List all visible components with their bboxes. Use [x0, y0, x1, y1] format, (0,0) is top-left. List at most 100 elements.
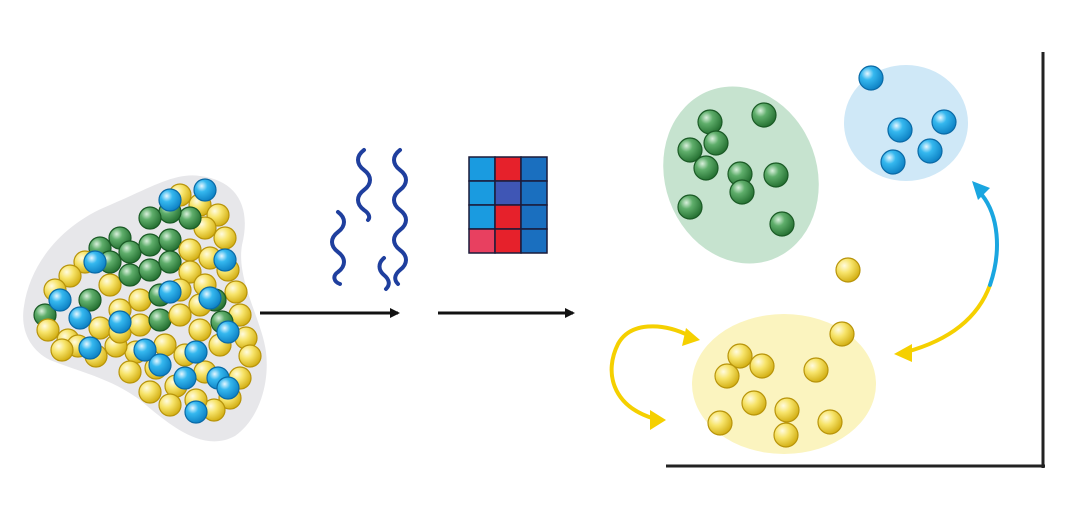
- green-cell: [138, 233, 162, 257]
- blue-cell: [173, 366, 197, 390]
- yellow-cell: [153, 333, 177, 357]
- yellow-cell: [238, 344, 262, 368]
- blue-cell: [158, 188, 182, 212]
- blue-cell: [216, 320, 240, 344]
- green-cell: [148, 308, 172, 332]
- blue-cell: [198, 286, 222, 310]
- matrix-cell: [494, 228, 522, 254]
- yellow-cell: [98, 273, 122, 297]
- blue-cell: [213, 248, 237, 272]
- matrix-cell: [520, 228, 548, 254]
- yellow-cell: [817, 409, 843, 435]
- cluster-plot: [609, 52, 1045, 468]
- cluster-cells: [677, 65, 957, 448]
- yellow-cell: [213, 226, 237, 250]
- arrow-yellow-to-blue-blue-part: [980, 193, 999, 287]
- yellow-cell: [58, 264, 82, 288]
- yellow-cell: [50, 338, 74, 362]
- matrix-cell: [520, 204, 548, 230]
- yellow-cell: [774, 397, 800, 423]
- arrowhead-loop-bottom: [650, 410, 666, 430]
- yellow-cell: [835, 257, 861, 283]
- matrix-cell: [494, 180, 522, 206]
- blue-cell: [880, 149, 906, 175]
- yellow-cell: [178, 238, 202, 262]
- yellow-cell: [88, 316, 112, 340]
- green-cell: [703, 130, 729, 156]
- blue-cell: [108, 310, 132, 334]
- green-cell: [158, 250, 182, 274]
- yellow-cell: [707, 410, 733, 436]
- cell-aggregate: [23, 175, 267, 442]
- yellow-cell: [741, 390, 767, 416]
- sequencing-reads: [330, 148, 408, 291]
- yellow-cell: [128, 288, 152, 312]
- yellow-cell: [224, 280, 248, 304]
- blue-cell: [193, 178, 217, 202]
- read-strand-4: [377, 256, 391, 291]
- green-cell: [693, 155, 719, 181]
- blue-cell: [184, 400, 208, 424]
- matrix-cell: [468, 156, 496, 182]
- green-cell: [677, 194, 703, 220]
- green-cell: [729, 179, 755, 205]
- yellow-cell: [803, 357, 829, 383]
- expression-matrix: [468, 156, 548, 254]
- matrix-cell: [468, 180, 496, 206]
- blue-cell: [78, 336, 102, 360]
- arrow-yellow-to-blue-yellow-part: [904, 283, 992, 354]
- read-strand-2: [392, 148, 408, 286]
- arrowhead-into-blue-cluster: [972, 181, 990, 200]
- blue-cell: [917, 138, 943, 164]
- yellow-cell: [178, 260, 202, 284]
- green-cell: [118, 240, 142, 264]
- green-cell: [763, 162, 789, 188]
- arrow-loop-yellow: [609, 324, 692, 420]
- yellow-cell: [829, 321, 855, 347]
- yellow-cell: [36, 318, 60, 342]
- matrix-cell: [494, 156, 522, 182]
- blue-cell: [148, 353, 172, 377]
- yellow-cell: [118, 360, 142, 384]
- read-strand-3: [330, 210, 346, 286]
- yellow-cell: [714, 363, 740, 389]
- blue-cell: [931, 109, 957, 135]
- blue-cell: [83, 250, 107, 274]
- blue-cell: [858, 65, 884, 91]
- green-cell: [158, 228, 182, 252]
- blue-cell: [48, 288, 72, 312]
- green-cell: [769, 211, 795, 237]
- green-cell: [118, 263, 142, 287]
- arrowhead-loop-top: [682, 328, 700, 346]
- matrix-cell: [494, 204, 522, 230]
- green-cell: [677, 137, 703, 163]
- blue-cell: [887, 117, 913, 143]
- green-cell: [178, 206, 202, 230]
- yellow-cell: [749, 353, 775, 379]
- yellow-cell: [773, 422, 799, 448]
- blue-cell: [68, 306, 92, 330]
- yellow-cell: [158, 393, 182, 417]
- blue-cell: [184, 340, 208, 364]
- aggregate-cells: [33, 178, 262, 424]
- blue-cell: [216, 376, 240, 400]
- matrix-cell: [468, 228, 496, 254]
- blue-cell: [133, 338, 157, 362]
- green-cell: [138, 258, 162, 282]
- matrix-cell: [520, 156, 548, 182]
- transition-arrows: [609, 193, 999, 420]
- yellow-cell: [138, 380, 162, 404]
- green-cell: [138, 206, 162, 230]
- matrix-cell: [468, 204, 496, 230]
- yellow-cell: [128, 313, 152, 337]
- yellow-cell: [188, 318, 212, 342]
- blue-cell: [158, 280, 182, 304]
- matrix-cell: [520, 180, 548, 206]
- yellow-cell: [168, 303, 192, 327]
- read-strand-1: [356, 148, 372, 222]
- green-cell: [697, 109, 723, 135]
- green-cell: [751, 102, 777, 128]
- yellow-cell: [727, 343, 753, 369]
- arrowhead-into-yellow-right: [894, 344, 912, 362]
